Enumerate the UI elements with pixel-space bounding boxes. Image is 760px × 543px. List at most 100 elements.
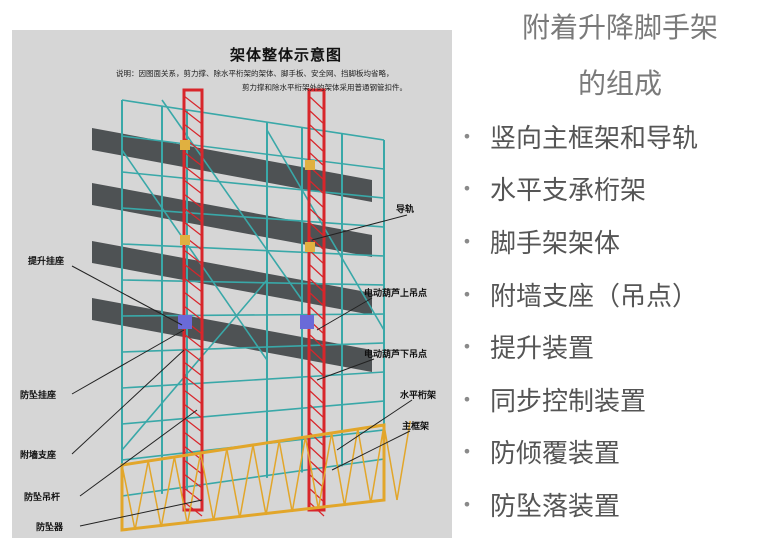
- main-frame-lacing: [183, 459, 203, 475]
- truss-web: [330, 432, 346, 507]
- main-frame-lacing: [308, 473, 325, 489]
- truss-web: [304, 436, 320, 510]
- leader-line: [71, 265, 183, 326]
- main-frame-lacing: [308, 123, 325, 139]
- main-frame-lacing: [308, 431, 325, 447]
- main-frame-lacing: [183, 347, 203, 363]
- main-frame-lacing: [183, 277, 203, 293]
- bullet-icon: •: [462, 284, 472, 304]
- main-frame-lacing: [308, 417, 325, 433]
- truss-web: [199, 452, 215, 522]
- main-frame-lacing: [308, 375, 325, 391]
- label-anti-fall-rod: 防坠吊杆: [24, 493, 61, 503]
- truss-web: [226, 448, 241, 519]
- diagram-title: 架体整体示意图: [230, 46, 343, 64]
- scaffold-illustration: [12, 30, 452, 538]
- scaffold-brace: [121, 149, 268, 361]
- scaffold-ledger: [121, 171, 385, 199]
- main-frame-lacing: [308, 179, 325, 195]
- attachment-bracket: [305, 160, 315, 170]
- main-frame-lacing: [183, 263, 203, 279]
- main-frame-lacing: [183, 417, 203, 433]
- scaffold-ledger: [121, 371, 385, 389]
- main-frame-lacing: [308, 277, 325, 293]
- main-frame-column: [307, 88, 326, 512]
- truss-web: [134, 460, 149, 531]
- truss-web: [357, 428, 372, 504]
- leader-line: [71, 329, 185, 395]
- bullet-icon: •: [462, 231, 472, 251]
- main-frame-lacing: [183, 361, 203, 377]
- scaffold-brace: [121, 279, 268, 451]
- main-frame-lacing: [183, 333, 203, 349]
- bullet-icon: •: [462, 126, 472, 146]
- truss-web: [343, 428, 359, 507]
- label-fall-prevention-seat: 防坠挂座: [20, 391, 57, 401]
- attachment-bracket: [180, 140, 190, 150]
- list-item-text: 水平支承桁架: [490, 176, 647, 207]
- main-frame-lacing: [183, 193, 203, 209]
- leader-line: [336, 399, 413, 451]
- label-anti-fall-device: 防坠器: [36, 523, 64, 533]
- main-frame-lacing: [183, 305, 203, 321]
- list-item: •水平支承桁架: [460, 163, 698, 216]
- list-item: •防倾覆装置: [460, 426, 698, 479]
- bullet-icon: •: [462, 389, 472, 409]
- main-frame-lacing: [308, 333, 325, 349]
- list-item: • 防坠落装置: [460, 478, 698, 531]
- list-item-text: 同步控制装置: [490, 386, 647, 417]
- horizontal-truss-outline: [120, 423, 386, 532]
- truss-web: [278, 440, 293, 513]
- truss-web: [396, 420, 411, 501]
- list-item-text: 防坠落装置: [490, 491, 621, 522]
- main-frame-lacing: [308, 151, 325, 167]
- main-frame-lacing: [183, 431, 203, 447]
- list-item-text: 提升装置: [490, 334, 595, 365]
- scaffold-ledger: [121, 99, 385, 141]
- truss-web: [160, 456, 176, 528]
- main-frame-lacing: [183, 221, 203, 237]
- label-guide-rail: 导轨: [396, 205, 415, 215]
- list-item-text: 竖向主框架和导轨: [490, 123, 699, 154]
- leader-line: [311, 214, 408, 241]
- bullet-icon: •: [462, 442, 472, 462]
- main-frame-lacing: [308, 403, 325, 419]
- main-frame-lacing: [183, 501, 203, 517]
- list-item: •脚手架架体: [460, 215, 698, 268]
- leader-line: [331, 430, 411, 471]
- label-horizontal-truss: 水平桁架: [400, 391, 437, 401]
- leader-line: [71, 349, 185, 455]
- bullet-icon: •: [462, 337, 472, 357]
- main-frame-lacing: [308, 235, 325, 251]
- hoist-bracket: [300, 315, 314, 329]
- main-frame-lacing: [308, 291, 325, 307]
- scaffold-diagram: 架体整体示意图 说明：因图面关系，剪力撑、除水平桁架的架体、脚手板、安全网、挡脚…: [12, 30, 452, 538]
- main-frame-lacing: [308, 193, 325, 209]
- main-frame-lacing: [183, 179, 203, 195]
- main-frame-lacing: [308, 459, 325, 475]
- scaffold-ledger: [121, 458, 385, 497]
- main-frame-lacing: [183, 95, 203, 111]
- truss-web: [317, 432, 333, 510]
- truss-web: [239, 444, 254, 519]
- main-frame-lacing: [183, 109, 203, 125]
- leader-line: [316, 297, 373, 331]
- main-frame-lacing: [183, 165, 203, 181]
- truss-web: [147, 460, 162, 528]
- main-frame-lacing: [183, 389, 203, 405]
- main-frame-lacing: [183, 207, 203, 223]
- main-frame-lacing: [308, 249, 325, 265]
- label-lifting-seat: 提升挂座: [28, 257, 65, 267]
- scaffold-ledger: [121, 313, 385, 317]
- attachment-bracket: [305, 242, 315, 252]
- truss-web: [252, 444, 267, 516]
- label-main-frame: 主框架: [402, 422, 430, 432]
- bullet-icon: •: [462, 494, 472, 514]
- truss-web: [186, 452, 202, 525]
- main-frame-lacing: [308, 263, 325, 279]
- main-frame-lacing: [183, 473, 203, 489]
- list-item: •附墙支座（吊点）: [460, 268, 698, 321]
- list-item: • 竖向主框架和导轨: [460, 110, 698, 163]
- label-hoist-upper: 电动葫芦上吊点: [364, 289, 428, 299]
- main-frame-lacing: [308, 137, 325, 153]
